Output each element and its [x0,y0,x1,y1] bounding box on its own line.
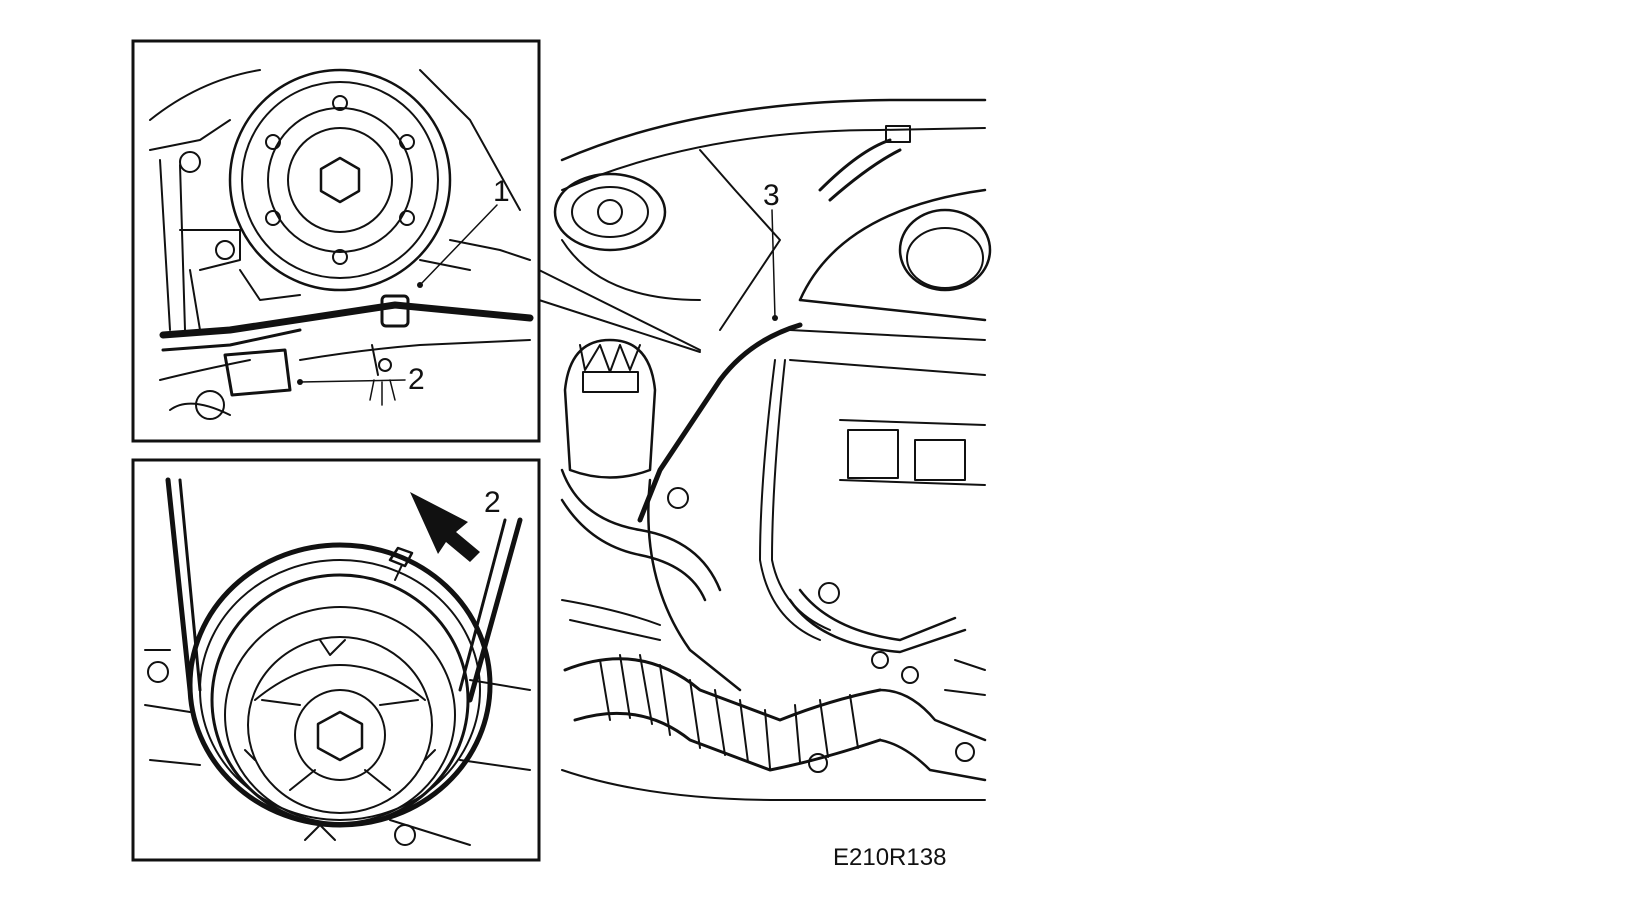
engine-bay-view [553,98,992,801]
detail-panel-crank-sensor [131,39,541,443]
arrow-icon [410,492,480,562]
callout-label-3: 3 [763,179,780,212]
callout-label-1: 1 [493,175,510,208]
detail-connector-lines [538,269,701,353]
callout-label-2-detail: 2 [408,363,425,396]
callout-label-2-pulley: 2 [484,486,501,519]
detail-panel-pulley [131,458,541,862]
figure-code: E210R138 [833,844,946,871]
